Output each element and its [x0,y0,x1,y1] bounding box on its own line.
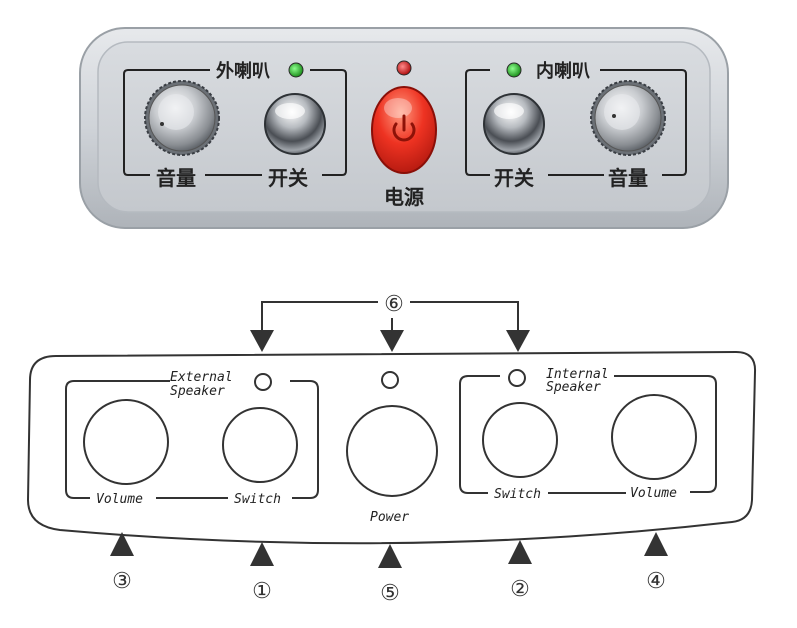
switch-label-left: Switch [234,492,281,507]
arrowhead-icon [250,330,274,352]
arrowhead-icon [506,330,530,352]
internal-volume-outline [611,394,697,480]
callout-6-arrowheads [250,330,530,352]
external-volume-knob[interactable] [144,80,220,156]
power-button-outline [346,405,438,497]
arrowhead-icon [378,544,402,568]
power-label-cn: 电源 [384,185,424,209]
left-inner-frame [290,380,319,499]
panel-outline [26,350,757,545]
volume-label-cn-right: 音量 [608,166,648,190]
callout-2: ② [510,577,530,602]
callout-6: ⑥ [384,292,404,317]
arrowhead-icon [508,540,532,564]
internal-speaker-led-outline [508,369,526,387]
power-label: Power [370,510,409,525]
right-frame-line [600,69,687,176]
callout-5: ⑤ [380,581,400,606]
external-speaker-label-cn: 外喇叭 [216,60,270,82]
external-switch-button[interactable] [264,93,326,155]
arrowhead-icon [110,532,134,556]
line-diagram [26,301,757,545]
arrowhead-icon [644,532,668,556]
right-frame-line [465,69,490,176]
power-led-outline [381,371,399,389]
left-frame-line [123,69,210,176]
external-switch-outline [222,407,298,483]
internal-switch-button[interactable] [483,93,545,155]
volume-label-right: Volume [630,486,677,501]
callout-4: ④ [646,569,666,594]
callout-6-connector-left [261,301,378,338]
bottom-callout-arrowheads [110,532,668,568]
external-speaker-led [288,62,304,78]
right-inner-frame [459,375,500,494]
power-led [396,60,412,76]
internal-switch-outline [482,402,558,478]
callout-1: ① [252,579,272,604]
internal-speaker-label-line1: Internal [546,367,609,382]
internal-speaker-label-cn: 内喇叭 [536,60,590,82]
photo-panel: 外喇叭 内喇叭 音量 开关 电源 开关 音量 [79,27,729,229]
volume-label-left: Volume [96,492,143,507]
callout-3: ③ [112,569,132,594]
right-inner-frame [614,375,717,493]
internal-volume-knob[interactable] [590,80,666,156]
switch-label-right: Switch [494,487,541,502]
left-inner-frame [65,380,170,499]
external-speaker-led-outline [254,373,272,391]
external-speaker-label-line2: Speaker [170,384,225,399]
switch-label-cn-left: 开关 [268,166,308,190]
volume-label-cn-left: 音量 [156,166,196,190]
arrowhead-icon [380,330,404,352]
internal-speaker-label-line2: Speaker [546,380,601,395]
external-speaker-label-line1: External [170,370,233,385]
left-frame-line [310,69,347,176]
external-volume-outline [83,399,169,485]
power-symbol-icon [392,114,416,142]
internal-speaker-led [506,62,522,78]
switch-label-cn-right: 开关 [494,166,534,190]
arrowhead-icon [250,542,274,566]
callout-6-connector-right [410,301,519,338]
power-button[interactable] [371,86,437,174]
